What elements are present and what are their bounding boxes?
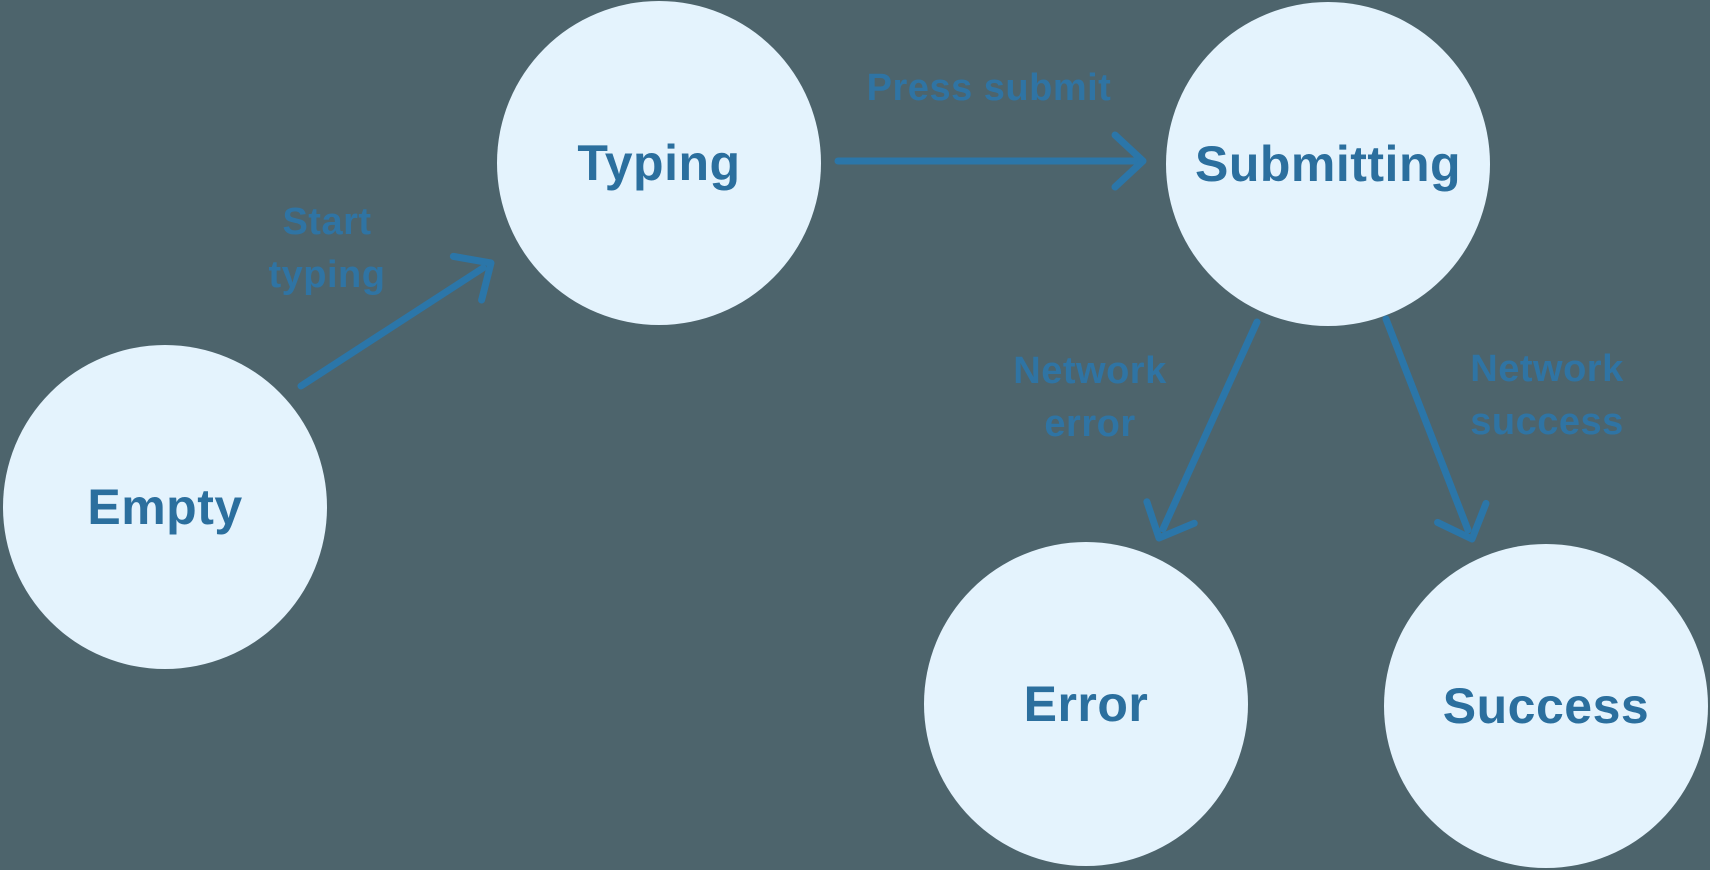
state-label-empty: Empty	[87, 479, 243, 535]
edge-label-press-submit-line1: Press submit	[866, 67, 1112, 109]
state-node-error: Error	[924, 542, 1248, 866]
edge-typing-submitting-arrowhead-icon	[1111, 131, 1147, 191]
state-label-success: Success	[1442, 678, 1650, 734]
edge-label-network-success: Network success	[1397, 343, 1697, 449]
edge-label-network-error-line2: error	[1044, 403, 1136, 445]
edge-empty-typing-line	[297, 264, 487, 390]
edge-label-start-typing: Start typing	[177, 196, 477, 302]
edge-submitting-error-line	[1159, 318, 1261, 533]
edge-empty-typing-arrowhead-icon	[449, 252, 495, 304]
edge-label-start-typing-line2: typing	[268, 254, 386, 296]
edge-label-network-success-line2: success	[1470, 401, 1624, 443]
state-label-submitting: Submitting	[1194, 136, 1462, 192]
edge-label-network-error: Network error	[940, 345, 1240, 451]
edge-label-network-success-line1: Network	[1470, 348, 1624, 390]
edge-label-start-typing-line1: Start	[282, 201, 372, 243]
edge-label-network-error-line1: Network	[1013, 350, 1167, 392]
state-label-typing: Typing	[577, 135, 741, 191]
state-node-typing: Typing	[497, 1, 821, 325]
edge-submitting-error-arrowhead-icon	[1143, 498, 1198, 542]
edge-submitting-success-arrowhead-icon	[1434, 499, 1490, 543]
edge-label-press-submit: Press submit	[839, 64, 1139, 112]
state-label-error: Error	[1023, 676, 1149, 732]
state-node-empty: Empty	[3, 345, 327, 669]
edge-submitting-success-line	[1382, 315, 1472, 534]
state-node-submitting: Submitting	[1166, 2, 1490, 326]
state-node-success: Success	[1384, 544, 1708, 868]
